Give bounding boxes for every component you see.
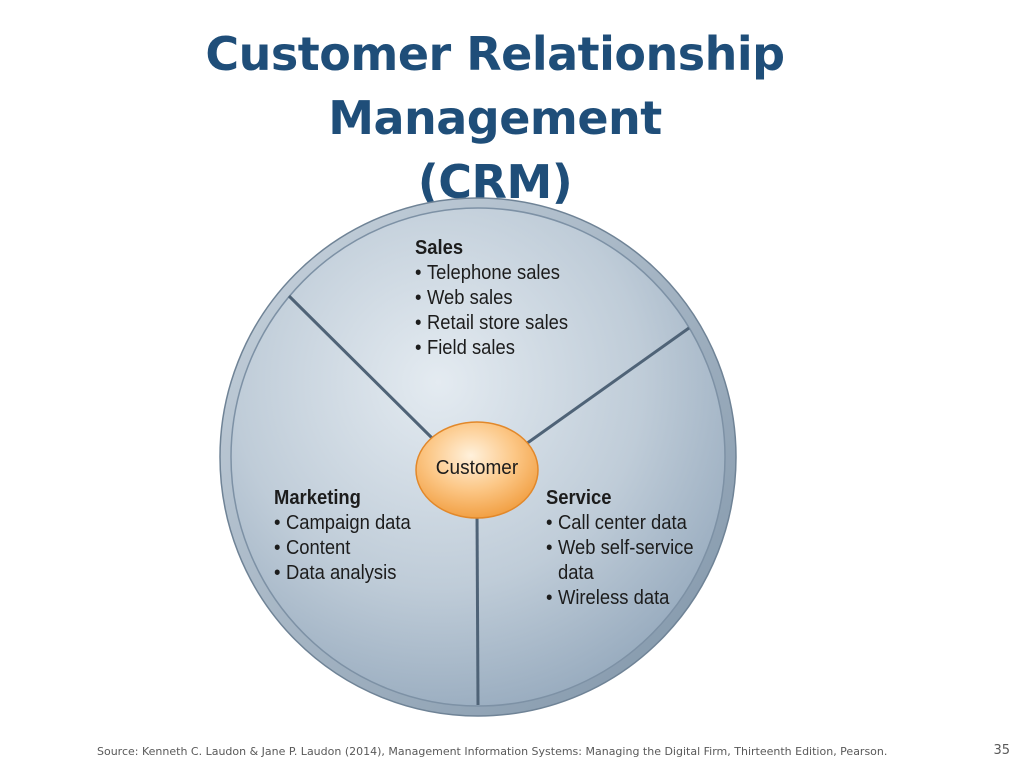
marketing-item: Campaign data <box>274 511 411 536</box>
title-line-1: Customer Relationship Management <box>205 27 785 145</box>
marketing-item: Data analysis <box>274 561 411 586</box>
marketing-heading: Marketing <box>274 487 361 509</box>
divider-line-bottom <box>475 510 480 706</box>
sales-item: Retail store sales <box>415 311 568 336</box>
marketing-list: Campaign data Content Data analysis <box>274 511 411 586</box>
marketing-item: Content <box>274 536 411 561</box>
marketing-segment: Marketing Campaign data Content Data ana… <box>274 486 411 586</box>
customer-hub-label: Customer <box>435 457 519 479</box>
sales-item: Telephone sales <box>415 261 568 286</box>
service-heading: Service <box>546 487 612 509</box>
sales-item: Field sales <box>415 336 568 361</box>
service-segment: Service Call center data Web self-servic… <box>546 486 705 611</box>
sales-segment: Sales Telephone sales Web sales Retail s… <box>415 236 568 361</box>
page-number: 35 <box>993 743 1010 758</box>
customer-hub <box>415 421 539 519</box>
service-list: Call center data Web self-service data W… <box>546 511 705 611</box>
service-item: Wireless data <box>546 586 705 611</box>
source-citation: Source: Kenneth C. Laudon & Jane P. Laud… <box>97 745 888 758</box>
service-item: Web self-service data <box>546 536 705 586</box>
crm-wheel-diagram: Sales Telephone sales Web sales Retail s… <box>218 196 740 722</box>
slide-title: Customer Relationship Management (CRM) <box>40 22 950 214</box>
sales-heading: Sales <box>415 237 464 259</box>
divider-line-right <box>525 326 690 446</box>
service-item: Call center data <box>546 511 705 536</box>
sales-item: Web sales <box>415 286 568 311</box>
sales-list: Telephone sales Web sales Retail store s… <box>415 261 568 361</box>
divider-line-left <box>287 294 436 442</box>
